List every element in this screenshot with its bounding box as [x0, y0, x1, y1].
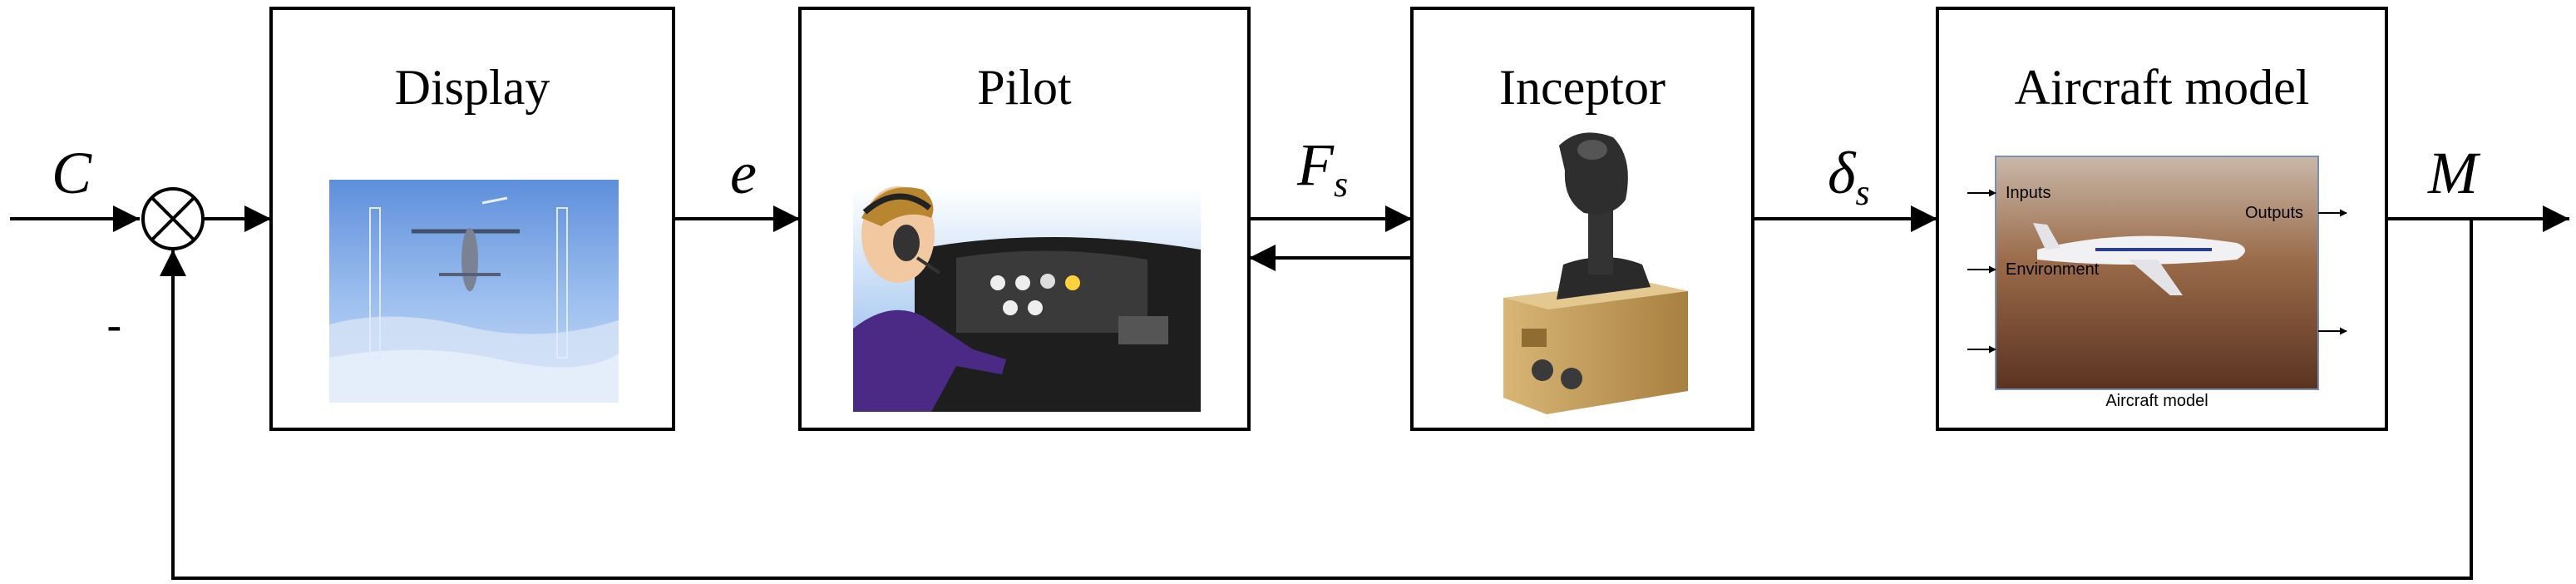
pilot-title: Pilot [977, 60, 1072, 115]
output-label: M [2427, 140, 2481, 206]
display-block: Display [269, 7, 675, 431]
summing-junction [141, 187, 205, 250]
command-label: C [52, 140, 92, 206]
aircraft-subsystem-caption: Aircraft model [2105, 392, 2208, 410]
feedback-sign: - [106, 299, 122, 351]
aircraft-inputs-port: Inputs [2006, 184, 2050, 202]
force-label: Fs [1296, 131, 1348, 205]
inceptor-joystick-image [1503, 132, 1688, 414]
deflection-label-sub: s [1855, 172, 1869, 213]
feedback-path [160, 219, 2473, 580]
aircraft-title: Aircraft model [2015, 60, 2310, 115]
display-title: Display [395, 60, 550, 115]
pilot-cockpit-image [853, 186, 1201, 412]
error-label: e [730, 140, 757, 206]
force-label-base: F [1296, 131, 1335, 198]
pilot-block: Pilot [798, 7, 1251, 431]
aircraft-environment-port: Environment [2006, 260, 2100, 279]
aircraft-subsystem-image: Inputs Environment Outputs Aircraft mode… [1967, 156, 2347, 410]
deflection-label: δs [1828, 140, 1870, 213]
deflection-label-base: δ [1828, 140, 1857, 206]
aircraft-outputs-port: Outputs [2245, 204, 2303, 222]
force-label-sub: s [1334, 164, 1348, 205]
aircraft-block: Aircraft model Inputs Environment Output… [1936, 7, 2388, 431]
inceptor-title: Inceptor [1499, 60, 1666, 115]
inceptor-block: Inceptor [1410, 7, 1754, 431]
display-hud-image [329, 180, 619, 403]
